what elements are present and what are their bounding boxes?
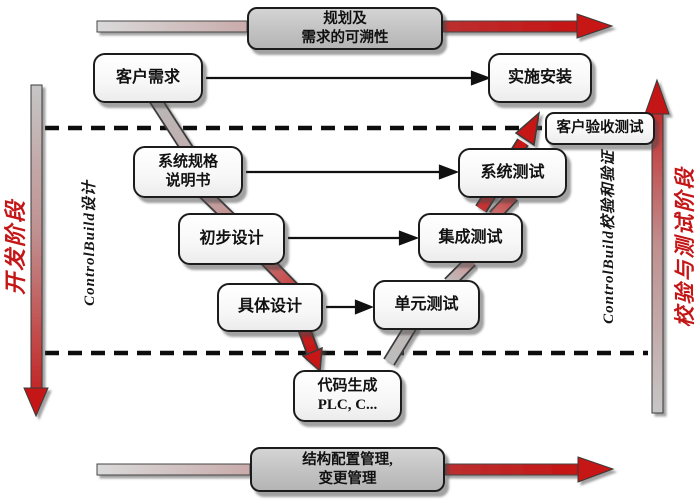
box-system-spec: 系统规格 说明书	[133, 146, 243, 198]
box-implementation-install: 实施安装	[488, 53, 592, 103]
box-acceptance-test-label: 客户验收测试	[556, 120, 644, 137]
top-banner-line2: 需求的可溯性	[301, 29, 389, 46]
box-acceptance-test: 客户验收测试	[545, 112, 655, 145]
box-system-spec-line2: 说明书	[165, 173, 211, 189]
box-code-generation: 代码生成 PLC, C...	[293, 370, 402, 422]
top-banner-line1: 规划及	[323, 10, 367, 27]
verification-phase-arrow	[644, 78, 670, 414]
box-preliminary-design-label: 初步设计	[199, 229, 264, 247]
bottom-banner-config-mgmt: 结构配置管理, 变更管理	[250, 447, 445, 492]
arrow-prelim-to-integration	[288, 230, 420, 246]
left-tool-text: ControlBuild设计	[81, 180, 98, 306]
box-system-test: 系统测试	[458, 148, 567, 198]
bottom-banner-line2: 变更管理	[318, 470, 377, 487]
left-tool-label: ControlBuild设计	[75, 143, 101, 343]
arrow-customer-to-install	[206, 70, 492, 86]
ribbon-unit-to-integration	[444, 256, 476, 288]
box-system-test-label: 系统测试	[480, 163, 545, 181]
configuration-management-arrow	[96, 456, 615, 483]
top-banner-traceability: 规划及 需求的可溯性	[247, 7, 443, 50]
box-preliminary-design: 初步设计	[178, 213, 285, 265]
box-code-generation-line1: 代码生成	[317, 377, 378, 394]
traceability-arrow	[96, 13, 614, 39]
box-customer-requirements: 客户需求	[93, 53, 203, 103]
left-phase-label: 开发阶段	[0, 147, 29, 347]
box-code-generation-line2: PLC, C...	[317, 397, 378, 413]
arrow-spec-to-systemtest	[246, 164, 460, 180]
box-detailed-design-label: 具体设计	[237, 298, 302, 316]
box-unit-test-label: 单元测试	[394, 295, 459, 313]
box-integration-test: 集成测试	[418, 213, 523, 263]
ribbon-integration-to-system	[489, 191, 518, 221]
arrow-detail-to-unit	[326, 299, 374, 315]
right-phase-text: 校验与测试阶段	[673, 166, 695, 328]
right-phase-label: 校验与测试阶段	[669, 137, 695, 357]
left-phase-text: 开发阶段	[3, 199, 28, 296]
box-system-spec-line1: 系统规格	[157, 153, 218, 170]
right-tool-text: ControlBuild校验和验证	[600, 150, 617, 324]
box-integration-test-label: 集成测试	[438, 228, 503, 246]
box-unit-test: 单元测试	[373, 280, 480, 330]
bottom-banner-line1: 结构配置管理,	[302, 451, 393, 468]
right-tool-label: ControlBuild校验和验证	[594, 127, 620, 347]
box-customer-requirements-label: 客户需求	[115, 68, 180, 86]
box-implementation-install-label: 实施安装	[507, 68, 572, 86]
link-arrows	[206, 70, 492, 315]
development-phase-arrow	[23, 84, 49, 418]
box-detailed-design: 具体设计	[217, 283, 323, 332]
